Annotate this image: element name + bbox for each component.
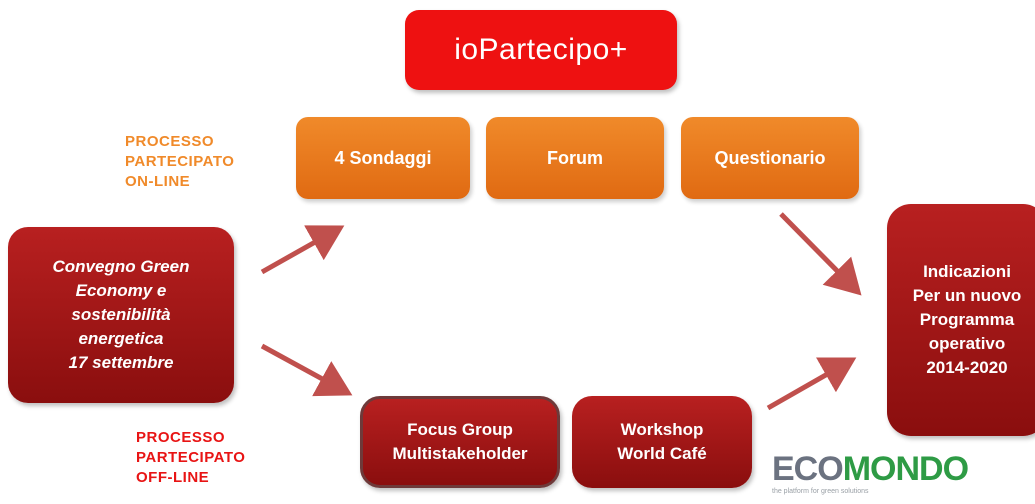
convegno-line-1: Convegno Green	[52, 257, 190, 276]
focus-line-2: Multistakeholder	[392, 444, 528, 463]
online-label-line-3: ON-LINE	[125, 173, 191, 190]
ecomondo-logo-name: ECOMONDO	[772, 450, 969, 488]
convegno-box: Convegno Green Economy e sostenibilità e…	[8, 227, 234, 403]
convegno-line-5: 17 settembre	[68, 353, 174, 372]
arrow-convegno-to-online	[260, 225, 345, 275]
ecomondo-tagline: the platform for green solutions	[772, 488, 869, 495]
convegno-line-2: Economy e	[75, 281, 167, 300]
title-box: ioPartecipo+	[405, 10, 677, 90]
indicazioni-line-3: Programma	[919, 310, 1015, 329]
indicazioni-box: Indicazioni Per un nuovo Programma opera…	[887, 204, 1035, 436]
focus-line-1: Focus Group	[407, 420, 513, 439]
convegno-line-3: sostenibilità	[71, 305, 171, 324]
questionario-box: Questionario	[681, 117, 859, 199]
title-text: ioPartecipo+	[454, 33, 628, 66]
logo-eco: ECO	[772, 450, 844, 488]
arrow-offline-to-result	[766, 357, 857, 411]
offline-process-label: PROCESSO PARTECIPATO OFF-LINE	[136, 428, 245, 488]
sondaggi-box: 4 Sondaggi	[296, 117, 470, 199]
workshop-line-2: World Café	[617, 444, 707, 463]
offline-label-line-1: PROCESSO	[136, 429, 226, 446]
questionario-label: Questionario	[714, 147, 826, 168]
convegno-line-4: energetica	[78, 329, 164, 348]
indicazioni-line-1: Indicazioni	[923, 262, 1011, 281]
offline-label-line-2: PARTECIPATO	[136, 449, 246, 466]
indicazioni-line-2: Per un nuovo	[912, 286, 1022, 305]
workshop-line-1: Workshop	[620, 420, 704, 439]
indicazioni-line-5: 2014-2020	[926, 358, 1008, 377]
workshop-box: Workshop World Café	[572, 396, 752, 488]
logo-mondo: MONDO	[842, 450, 969, 488]
online-label-line-1: PROCESSO	[125, 133, 215, 150]
online-label-line-2: PARTECIPATO	[125, 153, 235, 170]
sondaggi-label: 4 Sondaggi	[334, 147, 432, 168]
arrow-online-to-result	[779, 212, 862, 296]
online-process-label: PROCESSO PARTECIPATO ON-LINE	[125, 132, 234, 192]
offline-label-line-3: OFF-LINE	[136, 469, 210, 486]
arrow-convegno-to-offline	[260, 343, 353, 397]
forum-box: Forum	[486, 117, 664, 199]
ecomondo-logo: ECOMONDO the platform for green solution…	[772, 450, 969, 502]
focus-group-box: Focus Group Multistakeholder	[360, 396, 560, 488]
indicazioni-line-4: operativo	[928, 334, 1006, 353]
forum-label: Forum	[547, 147, 603, 168]
